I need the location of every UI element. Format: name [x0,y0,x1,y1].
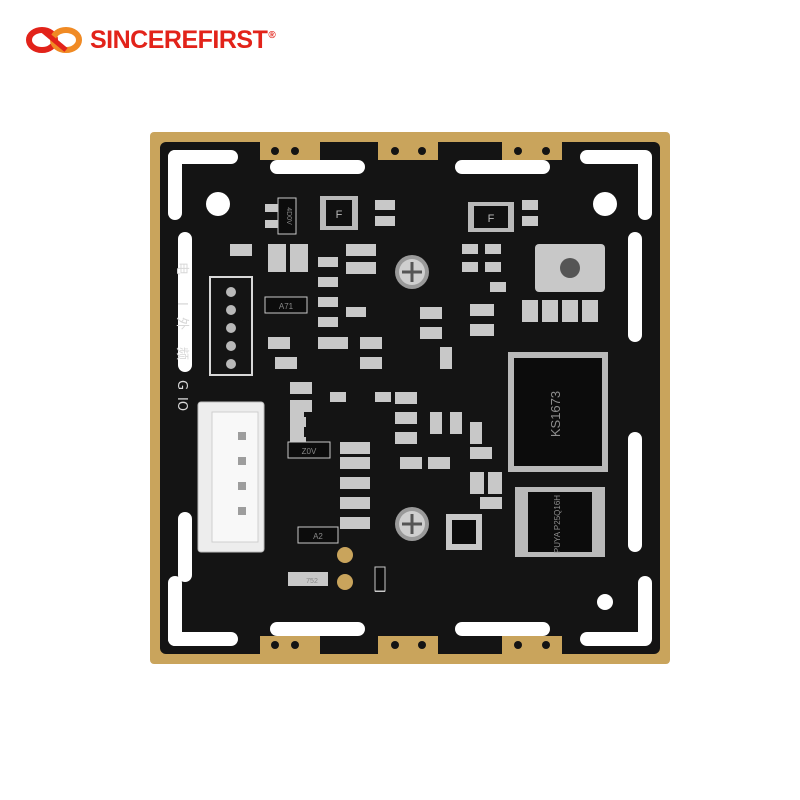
svg-text:G: G [174,380,189,390]
screws [395,255,429,541]
svg-text:IO: IO [174,397,189,411]
smd-components [230,200,598,592]
main-chip-label: KS1673 [548,391,563,437]
side-silkscreen: 电 I 外 频 G IO [174,262,189,411]
edge-pads [260,142,562,654]
svg-text:频: 频 [174,347,189,360]
svg-text:F: F [488,213,495,225]
camera-module-pcb: KS1673 PUYA P25Q16H F F [150,132,670,664]
svg-text:752: 752 [306,578,318,585]
mounting-holes [206,192,617,610]
frame-slots [168,150,652,646]
svg-text:A71: A71 [279,302,294,311]
white-connector [197,401,265,553]
svg-text:A2: A2 [313,532,323,541]
header-pins [209,276,253,376]
push-button [535,244,605,292]
inductors: F F [320,196,514,232]
svg-text:Z0V: Z0V [302,447,317,456]
brand-logo: SINCEREFIRST® [26,22,276,58]
svg-text:外: 外 [174,317,189,330]
flash-chip-label: PUYA P25Q16H [553,495,562,553]
brand-wordmark: SINCEREFIRST® [90,25,276,54]
svg-text:F: F [336,209,343,221]
main-chip: KS1673 [508,352,608,472]
brand-logo-icon [26,27,82,53]
svg-text:电: 电 [174,262,189,275]
pcb-illustration: KS1673 PUYA P25Q16H F F [150,132,670,664]
small-ics: A71 Z0V A2 4D0V 752 [264,197,482,592]
svg-text:4D0V: 4D0V [285,207,292,225]
flash-chip: PUYA P25Q16H [515,487,605,557]
svg-text:I: I [174,302,189,306]
